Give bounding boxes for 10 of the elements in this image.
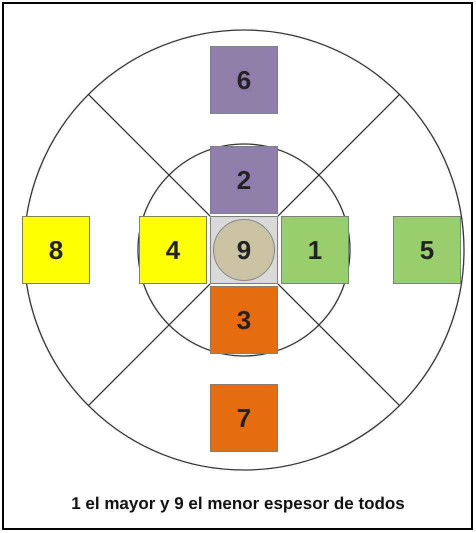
sector-box: 3 bbox=[210, 286, 278, 354]
sector-box: 6 bbox=[210, 46, 278, 114]
caption: 1 el mayor y 9 el menor espesor de todos bbox=[70, 494, 406, 514]
sector-box: 2 bbox=[210, 146, 278, 214]
sector-box: 4 bbox=[139, 216, 207, 284]
sector-box: 7 bbox=[210, 384, 278, 452]
sector-box: 5 bbox=[393, 216, 461, 284]
sector-box: 8 bbox=[22, 216, 90, 284]
sector-box: 1 bbox=[281, 216, 349, 284]
center-circle: 9 bbox=[210, 216, 278, 284]
